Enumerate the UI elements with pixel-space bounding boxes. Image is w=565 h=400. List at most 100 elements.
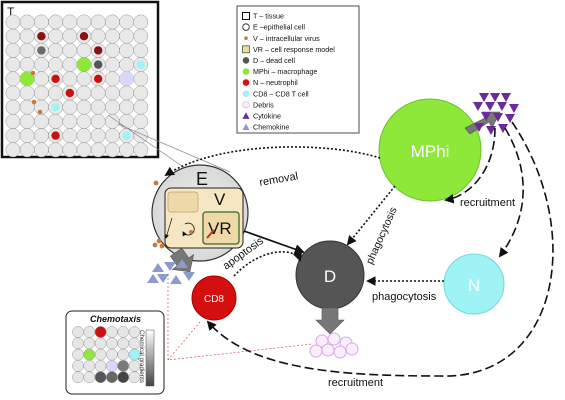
epithelial-cell-icon <box>90 28 106 44</box>
debris-icon <box>327 332 341 346</box>
green-circle-icon <box>242 68 250 75</box>
tissue-agent-icon <box>94 60 103 69</box>
chemotaxis-cell-icon <box>106 337 118 350</box>
epithelial-cell-icon <box>62 113 78 129</box>
cytokine-icon <box>493 113 503 122</box>
chemotaxis-cell-grid <box>72 326 141 384</box>
virus-particle-icon <box>31 99 37 105</box>
epithelial-cell-icon <box>76 99 92 115</box>
tissue-agent-icon <box>20 71 35 87</box>
legend-frame <box>236 5 360 134</box>
virus-particle-icon <box>153 180 159 186</box>
epithelial-cell-icon <box>119 85 135 101</box>
zoom-line <box>107 114 196 176</box>
epithelial-cell-icon <box>76 14 92 30</box>
chemotaxis-cell-icon <box>94 337 107 350</box>
epithelial-cell-icon <box>48 42 64 58</box>
debris-icon <box>333 345 347 359</box>
legend-item-label: VR – cell response model <box>253 45 335 54</box>
epithelial-cell-icon <box>62 99 78 115</box>
legend-item-label: T – tissue <box>253 12 284 21</box>
epithelial-cell-icon <box>5 99 21 115</box>
chemotaxis-cell-icon <box>128 371 141 384</box>
square-outline-icon <box>242 12 250 20</box>
chemotaxis-cell-icon <box>94 371 107 384</box>
epithelial-cell-icon <box>5 28 21 44</box>
debris-icon <box>309 344 323 358</box>
cytokine-icon <box>497 102 507 111</box>
debris-icon <box>321 343 335 357</box>
virus-particle-icon <box>159 243 165 249</box>
dead-cell-label: D <box>324 267 336 286</box>
tissue-agent-icon <box>51 131 60 140</box>
legend-item: VR – cell response model <box>242 45 335 54</box>
epithelial-cell-icon <box>104 28 120 44</box>
death-transition-edge <box>243 230 305 255</box>
epithelial-cell-icon <box>5 142 21 158</box>
epithelial-cell-icon <box>33 142 49 158</box>
chemotaxis-cell-icon <box>83 360 96 372</box>
epithelial-label: E <box>196 169 208 189</box>
chemotaxis-cell-icon <box>72 326 84 338</box>
cyan-circle-icon <box>242 90 250 97</box>
chemokine-icon <box>147 274 159 283</box>
epithelial-cell-icon <box>33 71 49 87</box>
epithelial-cell-icon <box>119 28 135 44</box>
epithelial-cell-icon <box>19 128 35 144</box>
epithelial-cell-icon <box>90 99 106 115</box>
tissue-agent-icon <box>37 32 46 41</box>
chemotaxis-cell-icon <box>72 360 84 372</box>
epithelial-cell-icon <box>133 71 149 87</box>
virus-label: V <box>214 190 226 209</box>
epithelial-cell-icon <box>76 42 92 58</box>
epithelial-cell-icon <box>19 42 35 58</box>
epithelial-cell: E V VR <box>151 164 249 273</box>
tissue-agent-icon <box>51 103 60 112</box>
epithelial-cell-icon <box>104 142 120 158</box>
cytokine-icon <box>479 93 489 102</box>
recruitment-n-edge <box>498 127 524 258</box>
epithelial-cell-icon <box>104 42 120 58</box>
cytokine-cluster <box>473 93 519 135</box>
virus-particle-icon <box>152 242 158 248</box>
tissue-agent-icon <box>79 32 89 41</box>
legend-item: T – tissue <box>242 12 284 21</box>
recruitment-bottom-label: recruitment <box>328 377 383 389</box>
phagocytosis-mphi-label: phagocytosis <box>364 205 400 266</box>
epithelial-cell-icon <box>119 142 135 158</box>
legend-item: Chemokine <box>242 123 289 132</box>
cytokine-icon <box>509 104 519 113</box>
epithelial-cell-icon <box>76 128 92 144</box>
epithelial-cell-icon <box>33 113 49 129</box>
tissue-panel: T <box>0 0 231 176</box>
apoptosis-edge <box>233 251 303 277</box>
epithelial-cell-icon <box>90 14 106 30</box>
epithelial-cell-icon <box>133 42 149 58</box>
epithelial-cell-icon <box>104 128 120 144</box>
legend-item: MPhi – macrophage <box>242 67 317 76</box>
legend-item: N – neutrophil <box>242 78 298 87</box>
debris-cluster <box>309 332 359 359</box>
virus-particle-icon <box>30 70 36 76</box>
chemotaxis-cell-icon <box>72 371 84 384</box>
debris-icon <box>345 342 359 356</box>
epithelial-cell-icon <box>104 99 120 115</box>
legend-item-label: Debris <box>253 100 274 109</box>
epithelial-cell-icon <box>133 85 149 101</box>
epithelial-cell-icon <box>48 28 64 44</box>
epithelial-cell-icon <box>33 57 49 73</box>
tissue-agent-icon <box>65 88 75 98</box>
virus-subcompartment <box>167 191 199 213</box>
removal-label: removal <box>258 170 299 189</box>
virus-particle-icon <box>189 230 193 234</box>
epithelial-cell-icon <box>48 57 64 73</box>
circle-outline-icon <box>242 23 250 31</box>
epithelial-cell-icon <box>5 42 21 58</box>
cytokine-icon <box>473 102 483 111</box>
chemotaxis-cell-icon <box>83 326 96 338</box>
tissue-agent-icon <box>94 74 103 84</box>
tissue-agent-icon <box>94 46 103 55</box>
chemotaxis-guide-line <box>167 274 313 361</box>
macrophage-node: MPhi <box>378 98 501 202</box>
neutrophil-circle <box>443 253 505 315</box>
